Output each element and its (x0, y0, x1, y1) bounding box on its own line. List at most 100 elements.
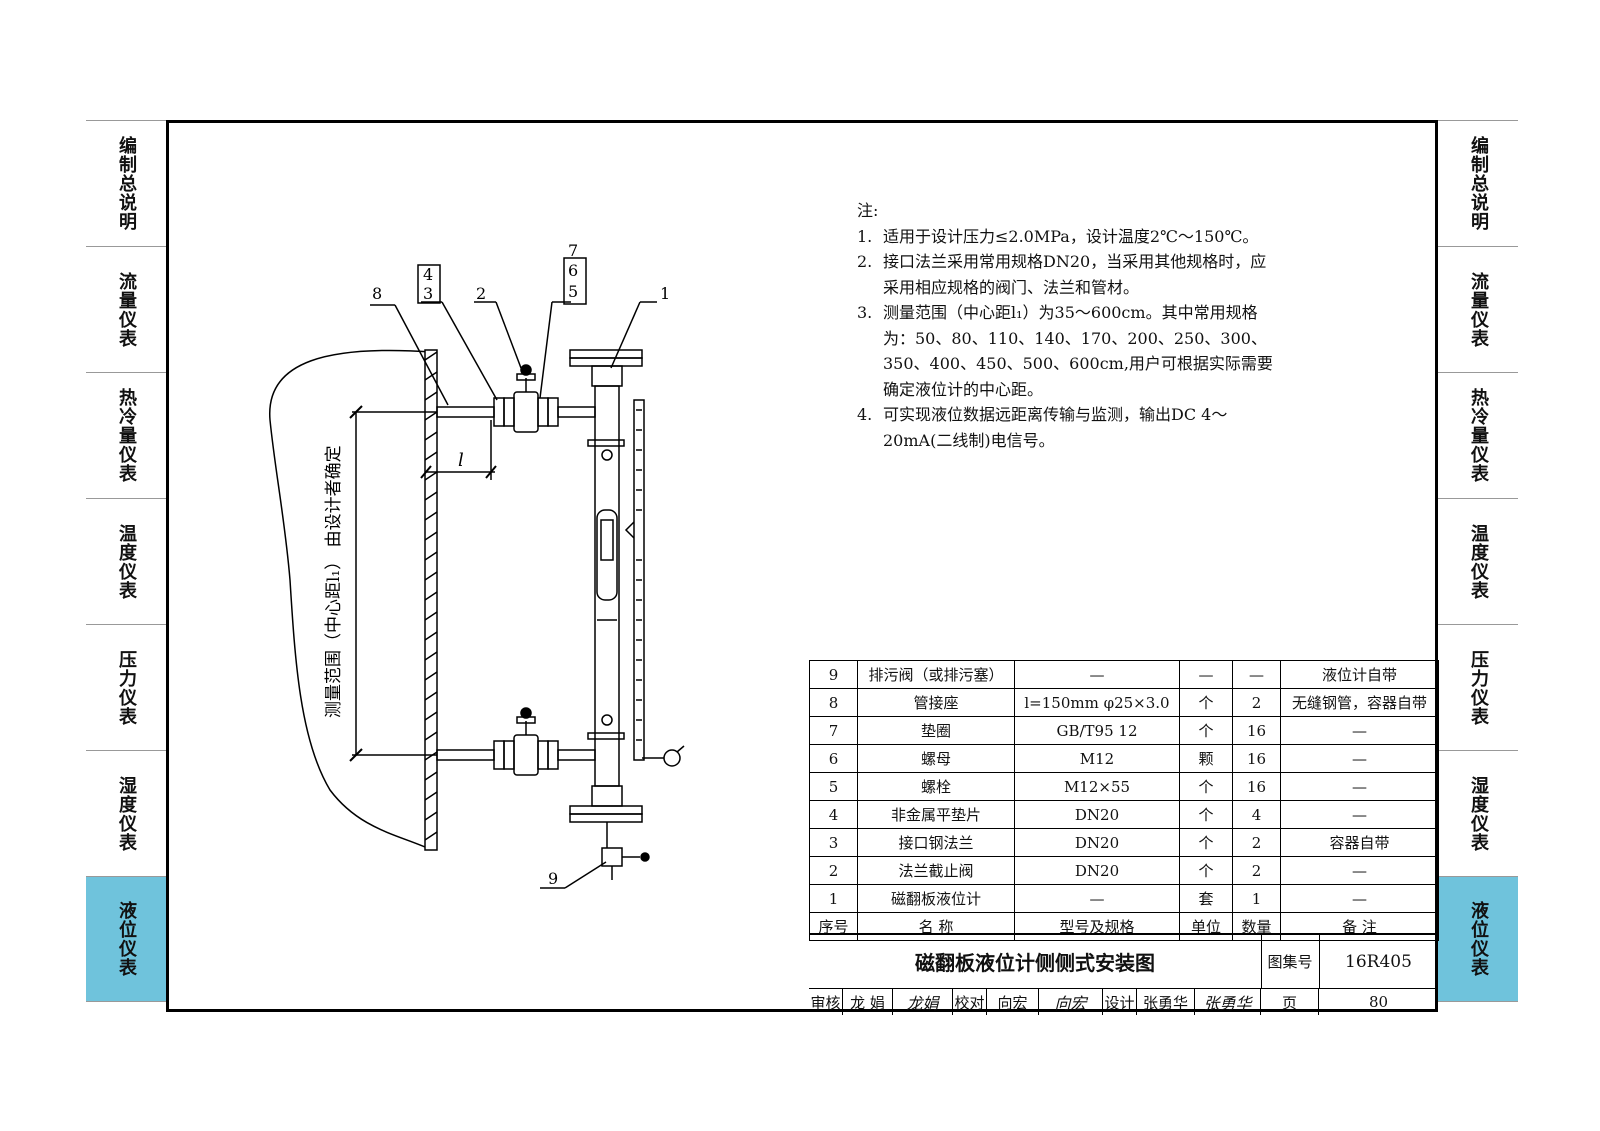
side-tab[interactable]: 热冷量仪表 (86, 372, 166, 498)
callout-leaders (370, 257, 657, 889)
table-cell: — (1179, 660, 1233, 689)
callout-9: 9 (548, 869, 558, 888)
side-tab-label: 压力仪表 (1468, 649, 1489, 726)
table-cell: — (1280, 716, 1439, 745)
table-cell: — (1232, 660, 1281, 689)
table-cell: 磁翻板液位计 (857, 884, 1015, 913)
table-cell: 单位 (1179, 912, 1233, 941)
note-item: 4.可实现液位数据远距离传输与监测，输出DC 4～20mA(二线制)电信号。 (857, 402, 1277, 453)
table-cell: 型号及规格 (1014, 912, 1180, 941)
table-cell: 4 (1232, 800, 1281, 829)
table-cell: — (1280, 856, 1439, 885)
side-tab[interactable]: 温度仪表 (1438, 498, 1518, 624)
side-tab[interactable]: 热冷量仪表 (1438, 372, 1518, 498)
atlas-number: 16R405 (1345, 951, 1412, 972)
table-cell: 3 (809, 828, 858, 857)
table-cell: — (1014, 884, 1180, 913)
callout-3: 3 (423, 284, 433, 303)
side-tab-label: 编制总说明 (1468, 136, 1489, 231)
table-cell: — (1014, 660, 1180, 689)
side-tab-label: 热冷量仪表 (116, 388, 137, 483)
table-cell: DN20 (1014, 828, 1180, 857)
table-cell: 备 注 (1280, 912, 1439, 941)
callout-1: 1 (660, 284, 670, 303)
table-cell: 螺栓 (857, 772, 1015, 801)
side-tab-label: 流量仪表 (1468, 271, 1489, 348)
side-tab[interactable]: 压力仪表 (86, 624, 166, 750)
side-tab[interactable]: 湿度仪表 (1438, 750, 1518, 876)
side-tab[interactable]: 编制总说明 (86, 120, 166, 246)
table-cell: 个 (1179, 800, 1233, 829)
table-cell: 7 (809, 716, 858, 745)
table-cell: 16 (1232, 744, 1281, 773)
dimension-l-label: l (458, 450, 464, 471)
table-row: 序号名 称型号及规格单位数量备 注 (809, 912, 1439, 941)
callout-6: 6 (568, 261, 578, 280)
table-cell: 6 (809, 744, 858, 773)
table-cell: 个 (1179, 772, 1233, 801)
side-tab[interactable]: 编制总说明 (1438, 120, 1518, 246)
side-tab-label: 湿度仪表 (116, 775, 137, 852)
table-cell: 无缝钢管，容器自带 (1280, 688, 1439, 717)
drawing-frame (166, 120, 1438, 1012)
table-cell: M12×55 (1014, 772, 1180, 801)
table-cell: 5 (809, 772, 858, 801)
side-tab[interactable]: 液位仪表 (86, 876, 166, 1002)
table-cell: — (1280, 884, 1439, 913)
table-cell: 1 (1232, 884, 1281, 913)
side-tab[interactable]: 流量仪表 (1438, 246, 1518, 372)
side-tab[interactable]: 流量仪表 (86, 246, 166, 372)
table-cell: 个 (1179, 856, 1233, 885)
table-cell: 8 (809, 688, 858, 717)
side-tab[interactable]: 湿度仪表 (86, 750, 166, 876)
side-tab[interactable]: 压力仪表 (1438, 624, 1518, 750)
side-tab-label: 热冷量仪表 (1468, 388, 1489, 483)
side-tab[interactable]: 温度仪表 (86, 498, 166, 624)
vessel-outline (269, 349, 433, 851)
table-cell: — (1280, 772, 1439, 801)
side-tab-label: 液位仪表 (1468, 901, 1489, 977)
table-cell: DN20 (1014, 856, 1180, 885)
table-cell: 颗 (1179, 744, 1233, 773)
dimension-lines (349, 405, 497, 762)
table-cell: 法兰截止阀 (857, 856, 1015, 885)
drawing-title: 磁翻板液位计侧侧式安装图 (809, 935, 1262, 988)
table-cell: M12 (1014, 744, 1180, 773)
note-number: 2. (857, 252, 873, 271)
lower-connection (436, 707, 596, 776)
table-cell: 容器自带 (1280, 828, 1439, 857)
note-item: 3. 测量范围（中心距l₁）为35～600cm。其中常用规格为：50、80、110… (857, 300, 1277, 402)
table-cell: 螺母 (857, 744, 1015, 773)
note-number: 4. (857, 405, 873, 424)
table-cell: 接口钢法兰 (857, 828, 1015, 857)
side-tab[interactable]: 液位仪表 (1438, 876, 1518, 1002)
table-cell: 4 (809, 800, 858, 829)
table-cell: 2 (809, 856, 858, 885)
title-block: 磁翻板液位计侧侧式安装图 图集号 16R405 审核 龙 娟 龙娟 校对 向宏 … (809, 933, 1438, 1015)
side-tab-label: 压力仪表 (116, 649, 137, 726)
dimension-range-label: 测量范围（中心距l₁） 由设计者确定 (324, 445, 344, 718)
table-cell: 16 (1232, 772, 1281, 801)
note-text: 接口法兰采用常用规格DN20，当采用其他规格时，应采用相应规格的阀门、法兰和管材… (883, 252, 1267, 297)
side-tab-label: 液位仪表 (116, 901, 137, 977)
note-text: 测量范围（中心距l₁）为35～600cm。其中常用规格为：50、80、110、1… (883, 303, 1273, 399)
design-label: 设计 (1103, 989, 1137, 1015)
side-tab-label: 流量仪表 (116, 271, 137, 348)
table-cell: 数量 (1232, 912, 1281, 941)
table-cell: DN20 (1014, 800, 1180, 829)
callout-8: 8 (372, 284, 382, 303)
table-cell: 9 (809, 660, 858, 689)
designer-signature: 张勇华 (1195, 989, 1261, 1015)
note-item: 2. 接口法兰采用常用规格DN20，当采用其他规格时，应采用相应规格的阀门、法兰和… (857, 249, 1277, 300)
table-cell: 个 (1179, 828, 1233, 857)
note-text: 适用于设计压力≤2.0MPa，设计温度2℃～150℃。 (883, 226, 1259, 246)
note-number: 3. (857, 303, 873, 322)
side-tab-label: 温度仪表 (116, 523, 137, 600)
table-cell: 液位计自带 (1280, 660, 1439, 689)
